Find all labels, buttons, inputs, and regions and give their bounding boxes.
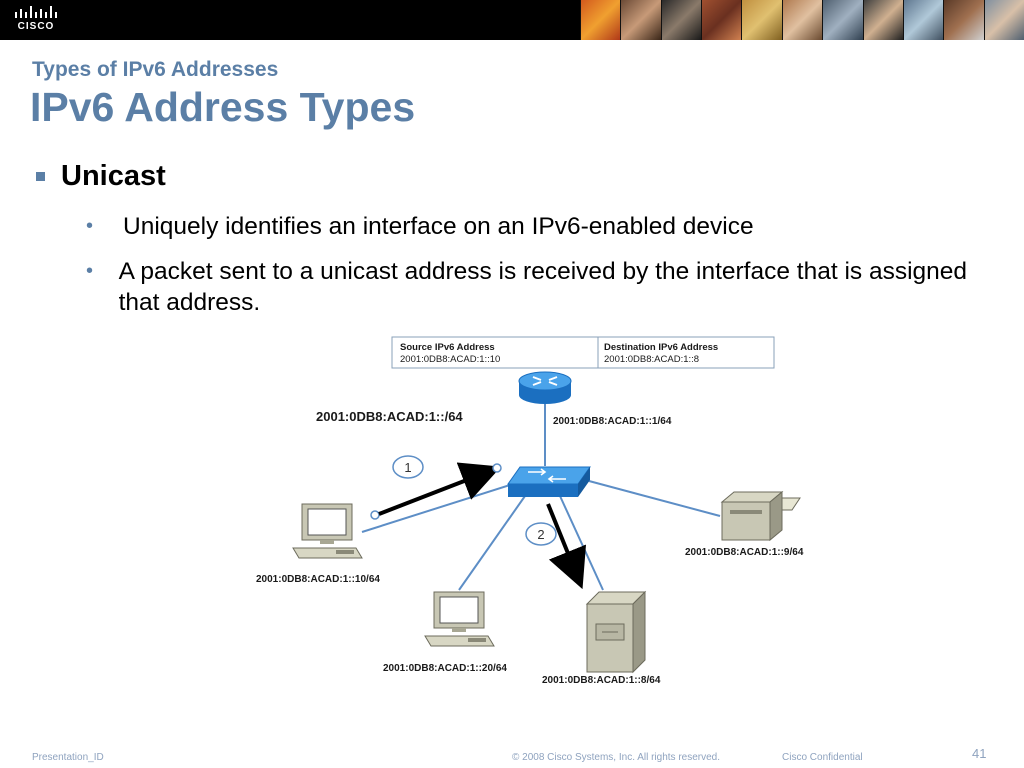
server-address-label: 2001:0DB8:ACAD:1::8/64 (542, 675, 661, 686)
sub-bullet: • A packet sent to a unicast address is … (86, 256, 996, 318)
page-number: 41 (972, 746, 987, 761)
photo-tile (620, 0, 661, 40)
cisco-bars-icon (15, 6, 57, 18)
source-address-value: 2001:0DB8:ACAD:1::10 (400, 354, 500, 365)
step-2-label: 2 (537, 527, 544, 542)
flow-end-dot (492, 463, 502, 473)
slide-kicker: Types of IPv6 Addresses (32, 58, 279, 81)
arrow-step-1 (378, 462, 502, 516)
bullet-heading: Unicast (61, 160, 166, 192)
pc-host-1-icon (292, 503, 363, 559)
router-address-label: 2001:0DB8:ACAD:1::1/64 (553, 416, 672, 427)
cisco-logo: CISCO (12, 6, 60, 34)
network-prefix-label: 2001:0DB8:ACAD:1::/64 (316, 409, 463, 424)
footer-confidential: Cisco Confidential (782, 752, 863, 763)
printer-address-label: 2001:0DB8:ACAD:1::9/64 (685, 547, 804, 558)
pc2-address-label: 2001:0DB8:ACAD:1::20/64 (383, 663, 507, 674)
link-server-switch (559, 495, 604, 591)
photo-tile (983, 0, 1024, 40)
photo-tile (902, 0, 944, 40)
footer-presentation-id: Presentation_ID (32, 752, 104, 763)
packet-flow (370, 462, 587, 590)
photo-tile (701, 0, 742, 40)
sub-bullet-text: Uniquely identifies an interface on an I… (123, 213, 754, 240)
photo-tile (822, 0, 863, 40)
square-bullet-icon (36, 172, 45, 181)
sub-bullet: • Uniquely identifies an interface on an… (86, 211, 996, 242)
photo-tile (862, 0, 903, 40)
sub-bullet-text: A packet sent to a unicast address is re… (118, 258, 968, 316)
pc1-address-label: 2001:0DB8:ACAD:1::10/64 (256, 574, 380, 585)
switch-icon (507, 466, 591, 497)
destination-address-value: 2001:0DB8:ACAD:1::8 (604, 354, 699, 365)
packet-header-box: Source IPv6 Address 2001:0DB8:ACAD:1::10… (391, 336, 775, 369)
photo-tile (741, 0, 782, 40)
network-links (361, 404, 721, 591)
printer-icon (720, 490, 801, 542)
photo-tile (660, 0, 702, 40)
pc-host-2-icon (424, 591, 495, 647)
photo-tile (943, 0, 984, 40)
slide-title: IPv6 Address Types (30, 84, 416, 130)
cisco-logo-text: CISCO (17, 21, 55, 32)
step-1-badge: 1 (392, 455, 424, 479)
step-2-badge: 2 (525, 522, 557, 546)
link-pc2-switch (458, 495, 526, 591)
step-1-label: 1 (404, 460, 411, 475)
server-icon (585, 590, 647, 674)
bullet-unicast: Unicast (36, 160, 166, 193)
source-address-label: Source IPv6 Address (400, 342, 495, 353)
arrow-step-2 (546, 503, 587, 590)
footer-copyright: © 2008 Cisco Systems, Inc. All rights re… (512, 752, 721, 763)
dot-bullet-icon: • (86, 215, 94, 237)
dot-bullet-icon: • (86, 260, 94, 282)
photo-tile (781, 0, 823, 40)
link-printer-switch (588, 480, 721, 517)
router-icon (518, 371, 572, 404)
photo-tile (580, 0, 621, 40)
destination-address-label: Destination IPv6 Address (604, 342, 718, 353)
top-banner: CISCO (0, 0, 1024, 40)
flow-start-dot (370, 510, 380, 520)
people-photo-strip (580, 0, 1024, 40)
